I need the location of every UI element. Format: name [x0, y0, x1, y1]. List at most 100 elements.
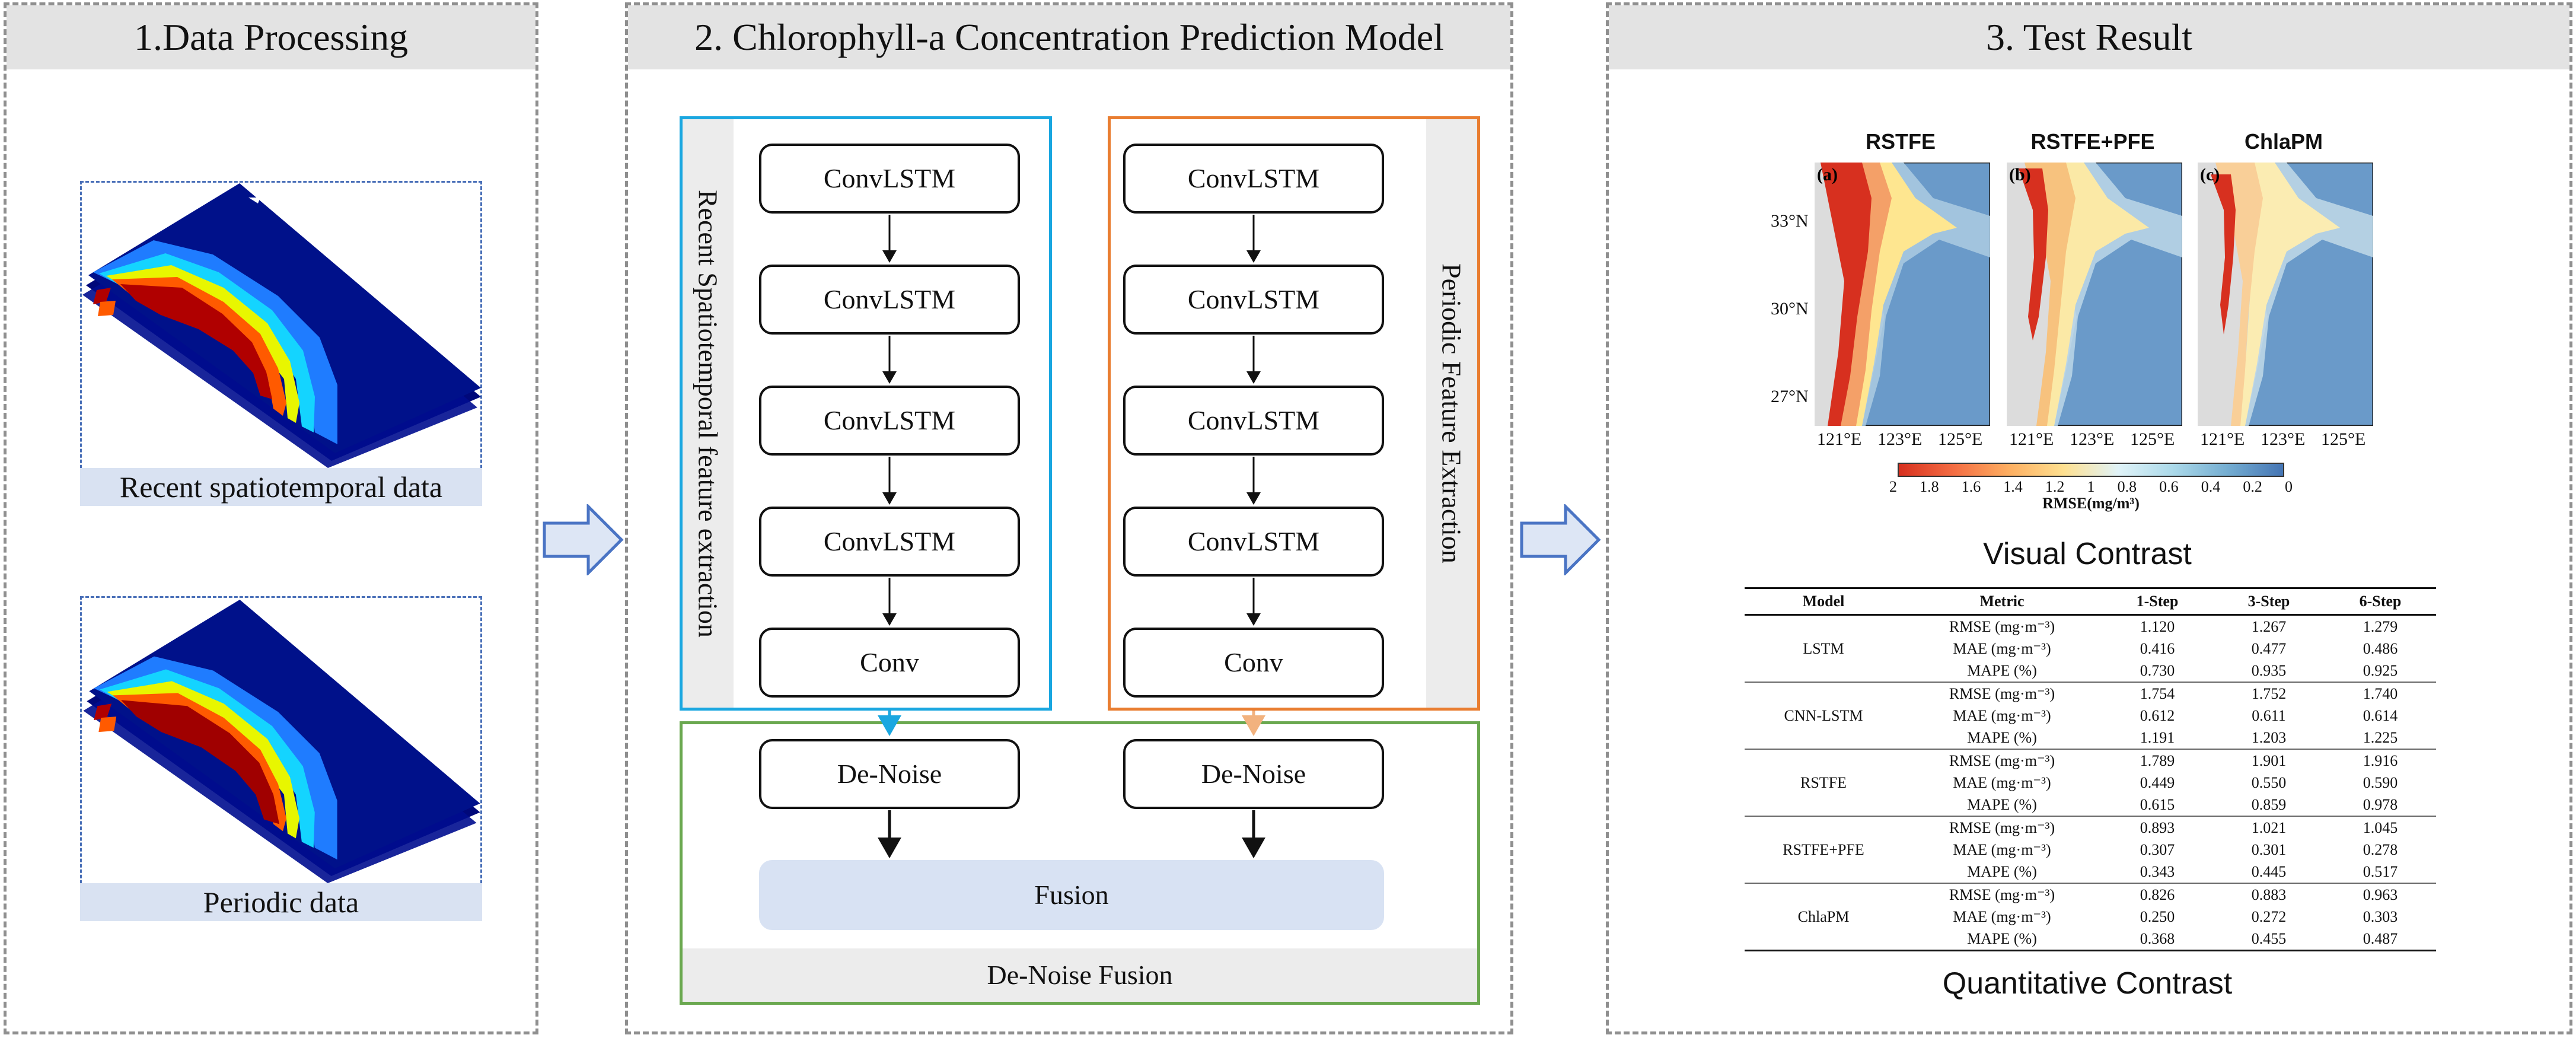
data-processing-title: 1.Data Processing: [7, 5, 535, 69]
table-value-cell: 0.612: [2140, 706, 2175, 724]
results-table: Model Metric 1-Step 3-Step 6-Step LSTM RM…: [1745, 587, 2436, 951]
periodic-convlstm-4: ConvLSTM: [1123, 507, 1384, 577]
table-value-cell: 0.883: [2213, 883, 2325, 906]
cbar-tick: 1: [2087, 478, 2095, 495]
denoise-left: De-Noise: [759, 739, 1020, 809]
table-metric-cell: MAE (mg·m⁻³): [1953, 773, 2051, 791]
table-metric-cell: MAPE (%): [1967, 728, 2037, 746]
col-header: 3-Step: [2213, 588, 2325, 616]
periodic-branch-box: [1108, 116, 1480, 711]
test-result-title: 3. Test Result: [1609, 5, 2569, 69]
table-value-cell: 0.615: [2140, 795, 2175, 813]
table-value-cell: 0.449: [2140, 773, 2175, 791]
periodic-conv: Conv: [1123, 628, 1384, 698]
table-metric-cell: RMSE (mg·m⁻³): [1902, 749, 2102, 772]
table-value-cell: 1.901: [2213, 749, 2325, 772]
cbar-tick: 0: [2284, 478, 2293, 495]
table-value-cell: 0.307: [2140, 840, 2175, 858]
lon-tick-c-121: 121°E: [2200, 429, 2245, 449]
cbar-tick: 2: [1889, 478, 1897, 495]
results-header-row: Model Metric 1-Step 3-Step 6-Step: [1745, 588, 2436, 616]
colorbar-ticks: 2 1.8 1.6 1.4 1.2 1 0.8 0.6 0.4 0.2 0: [1889, 478, 2293, 498]
table-metric-cell: MAPE (%): [1967, 862, 2037, 880]
table-value-cell: 0.614: [2363, 706, 2398, 724]
lon-tick-a-125: 125°E: [1938, 429, 1983, 449]
map-tag-a: (a): [1817, 165, 1838, 184]
table-metric-cell: MAE (mg·m⁻³): [1953, 908, 2051, 925]
table-value-cell: 0.303: [2363, 908, 2398, 925]
cbar-tick: 1.2: [2045, 478, 2065, 495]
table-model-cell: LSTM: [1803, 639, 1844, 657]
table-metric-cell: RMSE (mg·m⁻³): [1902, 816, 2102, 839]
recent-convlstm-4: ConvLSTM: [759, 507, 1020, 577]
table-value-cell: 1.120: [2140, 617, 2175, 635]
cbar-tick: 1.8: [1920, 478, 1939, 495]
periodic-convlstm-3: ConvLSTM: [1123, 386, 1384, 456]
test-result-panel: 3. Test Result: [1606, 2, 2572, 1034]
recent-convlstm-2: ConvLSTM: [759, 265, 1020, 335]
table-value-cell: 1.789: [2102, 749, 2213, 772]
col-header: 1-Step: [2102, 588, 2213, 616]
periodic-branch-label: Periodic Feature Extraction: [1436, 263, 1467, 563]
lat-tick-33n: 33°N: [1771, 211, 1809, 231]
recent-convlstm-3: ConvLSTM: [759, 386, 1020, 456]
table-metric-cell: RMSE (mg·m⁻³): [1902, 682, 2102, 705]
lon-tick-b-125: 125°E: [2130, 429, 2175, 449]
recent-branch-label-bg: [683, 119, 734, 708]
map-rstfe-pfe: (b): [2007, 163, 2182, 426]
recent-branch-box: [680, 116, 1052, 711]
table-value-cell: 1.191: [2140, 728, 2175, 746]
table-metric-cell: RMSE (mg·m⁻³): [1949, 617, 2055, 635]
denoise-right: De-Noise: [1123, 739, 1384, 809]
table-metric-cell: MAPE (%): [1967, 795, 2037, 813]
recent-convlstm-1: ConvLSTM: [759, 144, 1020, 214]
table-value-cell: 1.267: [2251, 617, 2287, 635]
table-value-cell: 0.445: [2251, 862, 2287, 880]
lon-tick-c-123: 123°E: [2261, 429, 2306, 449]
visual-contrast-caption: Visual Contrast: [1983, 537, 2192, 571]
table-value-cell: 1.225: [2363, 728, 2398, 746]
table-value-cell: 0.963: [2325, 883, 2436, 906]
table-row: MAPE (%) 1.191 1.203 1.225: [1745, 727, 2436, 749]
table-model-cell: RSTFE+PFE: [1745, 816, 1902, 883]
col-header: 6-Step: [2325, 588, 2436, 616]
fusion-node: Fusion: [759, 860, 1384, 930]
lon-tick-a-121: 121°E: [1817, 429, 1862, 449]
col-header: Model: [1745, 588, 1902, 616]
lon-tick-b-123: 123°E: [2070, 429, 2115, 449]
periodic-data-label-bar: [80, 883, 482, 921]
table-value-cell: 1.740: [2325, 682, 2436, 705]
table-value-cell: 0.416: [2140, 639, 2175, 657]
table-value-cell: 0.590: [2363, 773, 2398, 791]
cbar-tick: 1.6: [1961, 478, 1981, 495]
table-value-cell: 0.272: [2251, 908, 2287, 925]
periodic-branch-label-bg: [1426, 119, 1477, 708]
cbar-tick: 0.8: [2117, 478, 2137, 495]
table-value-cell: 1.754: [2102, 682, 2213, 705]
table-metric-cell: MAE (mg·m⁻³): [1953, 706, 2051, 724]
col-header: Metric: [1902, 588, 2102, 616]
map-chlapm: (c): [2198, 163, 2373, 426]
colorbar: [1898, 463, 2284, 477]
table-value-cell: 1.045: [2325, 816, 2436, 839]
table-model-cell: CNN-LSTM: [1745, 682, 1902, 749]
cbar-tick: 0.2: [2243, 478, 2262, 495]
lon-tick-c-125: 125°E: [2321, 429, 2366, 449]
denoise-fusion-box: [680, 721, 1480, 1005]
periodic-data-label: Periodic data: [203, 886, 359, 919]
table-value-cell: 0.859: [2251, 795, 2287, 813]
table-value-cell: 0.343: [2140, 862, 2175, 880]
table-model-cell: RSTFE: [1745, 749, 1902, 816]
table-metric-cell: MAPE (%): [1967, 929, 2037, 947]
table-value-cell: 1.203: [2251, 728, 2287, 746]
cbar-tick: 0.6: [2159, 478, 2179, 495]
